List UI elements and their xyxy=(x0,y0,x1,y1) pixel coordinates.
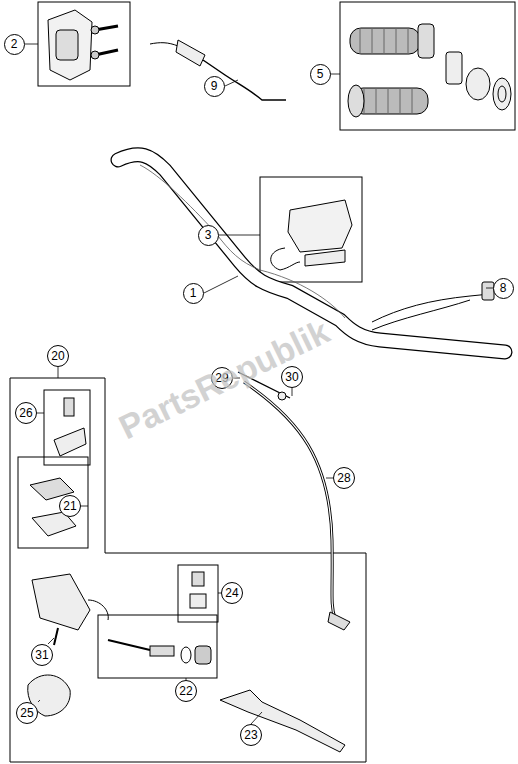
callout-circle: 5 xyxy=(310,64,331,85)
callout-circle: 2 xyxy=(4,34,25,55)
part-frame xyxy=(98,615,217,678)
callout-number: 31 xyxy=(35,649,48,661)
handlebar-pad xyxy=(288,200,352,252)
leader-lines xyxy=(25,44,493,724)
throttle-cable xyxy=(150,43,178,46)
master-cylinder xyxy=(32,574,90,630)
callout-number: 2 xyxy=(11,38,18,50)
callout-circle: 28 xyxy=(333,467,355,489)
callout-number: 5 xyxy=(317,68,324,80)
assembly-frame xyxy=(10,378,366,762)
switch-housing xyxy=(48,10,92,80)
callout-number: 23 xyxy=(244,729,257,741)
brake-lever xyxy=(220,690,345,752)
grip-set xyxy=(348,24,511,117)
callout-circle: 23 xyxy=(240,724,262,746)
callout-number: 8 xyxy=(500,282,507,294)
piston-kit xyxy=(108,640,150,650)
clamp-half xyxy=(54,428,86,456)
callout-circle: 1 xyxy=(183,283,204,304)
part-frame xyxy=(178,565,218,622)
callout-number: 9 xyxy=(211,80,218,92)
callout-number: 25 xyxy=(20,707,33,719)
part-frame xyxy=(260,177,362,282)
callout-number: 26 xyxy=(19,407,32,419)
callout-circle: 9 xyxy=(204,76,225,97)
part-frame xyxy=(44,390,90,465)
callout-circle: 26 xyxy=(15,402,37,424)
brake-hose xyxy=(244,382,335,618)
callout-circle: 24 xyxy=(221,582,243,604)
callout-circle: 20 xyxy=(47,345,69,367)
part-frame xyxy=(340,2,515,130)
switch-cable xyxy=(372,294,490,322)
part-frame xyxy=(18,457,88,548)
callout-number: 30 xyxy=(285,371,298,383)
callout-circle: 31 xyxy=(31,644,53,666)
part-frame xyxy=(38,2,130,86)
callout-circle: 3 xyxy=(198,225,219,246)
callout-number: 3 xyxy=(205,229,212,241)
callout-number: 1 xyxy=(190,287,197,299)
callout-number: 20 xyxy=(51,350,64,362)
callout-circle: 21 xyxy=(59,495,81,517)
callout-number: 28 xyxy=(337,472,350,484)
callout-number: 21 xyxy=(63,500,76,512)
callout-number: 22 xyxy=(179,685,192,697)
callout-circle: 8 xyxy=(493,278,514,299)
callout-circle: 25 xyxy=(16,702,38,724)
callout-number: 24 xyxy=(225,587,238,599)
callout-circle: 22 xyxy=(175,680,197,702)
